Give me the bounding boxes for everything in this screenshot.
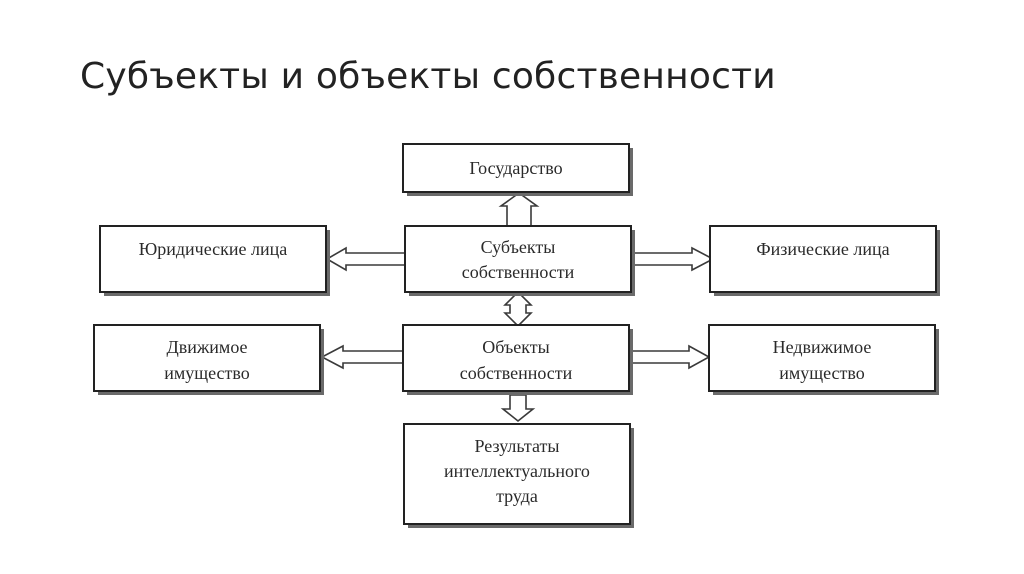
node-movable-label-line1: Движимое	[166, 337, 247, 357]
node-individuals-label: Физические лица	[756, 239, 889, 259]
arrow-subjects-to-state	[498, 192, 540, 229]
page-title: Субъекты и объекты собственности	[80, 56, 776, 97]
arrow-objects-to-movable	[320, 344, 404, 370]
node-intellectual-results: Результаты интеллектуального труда	[403, 423, 634, 528]
node-state-label: Государство	[469, 158, 562, 178]
node-legal-entities-label: Юридические лица	[139, 239, 288, 259]
node-intellectual-label-line1: Результаты	[475, 436, 560, 456]
node-objects: Объекты собственности	[402, 324, 633, 395]
node-individuals: Физические лица	[709, 225, 940, 296]
node-objects-label-line1: Объекты	[482, 337, 549, 357]
node-state: Государство	[402, 143, 633, 196]
arrow-objects-to-immovable	[629, 344, 711, 370]
node-objects-label-line2: собственности	[460, 363, 573, 383]
node-subjects-label-line1: Субъекты	[481, 237, 556, 257]
node-intellectual-label-line2: интеллектуального	[444, 461, 590, 481]
node-immovable-label-line1: Недвижимое	[773, 337, 872, 357]
node-legal-entities: Юридические лица	[99, 225, 330, 296]
arrow-subjects-to-individuals	[631, 246, 715, 272]
node-subjects-label-line2: собственности	[462, 262, 575, 282]
arrow-subjects-to-legal	[325, 246, 407, 272]
node-movable-property: Движимое имущество	[93, 324, 324, 395]
node-intellectual-label-line3: труда	[496, 486, 538, 506]
arrow-objects-to-intellectual	[500, 394, 536, 423]
node-movable-label-line2: имущество	[164, 363, 250, 383]
node-immovable-property: Недвижимое имущество	[708, 324, 939, 395]
node-subjects: Субъекты собственности	[404, 225, 635, 296]
arrow-subjects-objects-bidirectional	[503, 290, 533, 328]
node-immovable-label-line2: имущество	[779, 363, 865, 383]
